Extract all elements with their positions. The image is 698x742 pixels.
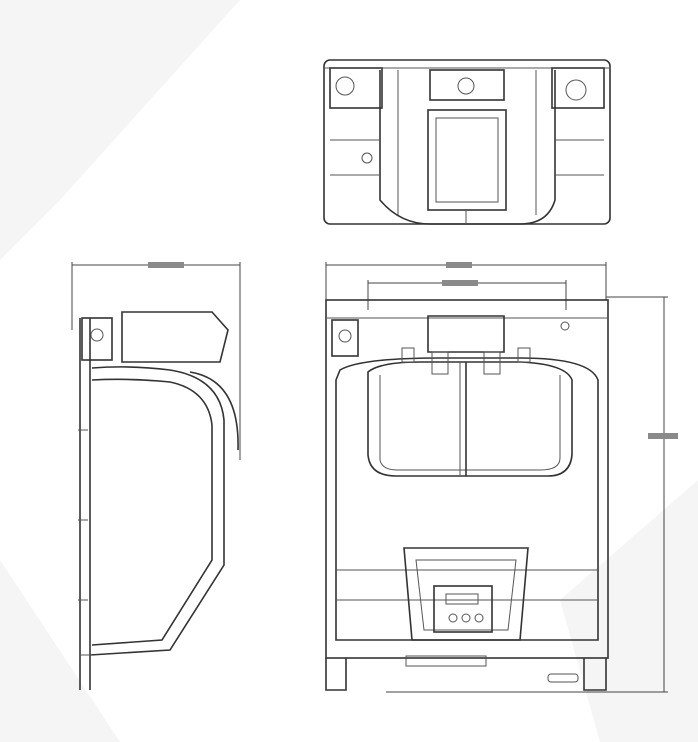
top-view	[323, 59, 611, 225]
dimension-label	[446, 262, 472, 268]
dimension-label	[148, 262, 184, 268]
front-dimensions	[325, 262, 678, 693]
front-view	[325, 262, 678, 693]
side-view	[71, 262, 241, 690]
dimension-label	[442, 280, 478, 286]
side-width-dimension	[71, 262, 241, 460]
dimension-label	[648, 433, 678, 439]
